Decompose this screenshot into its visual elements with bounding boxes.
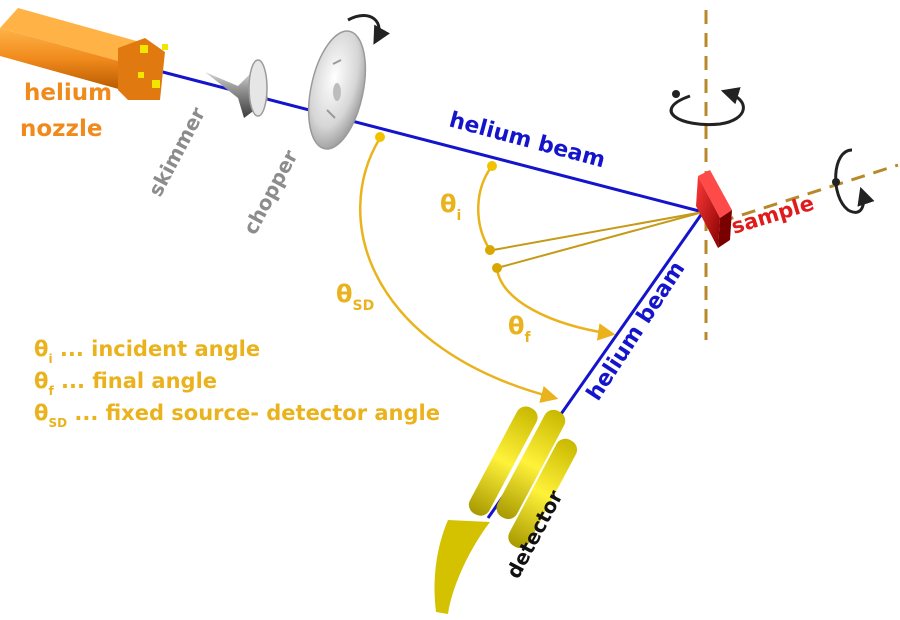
skimmer-label: skimmer <box>143 103 210 200</box>
theta-i-arc <box>477 165 494 251</box>
chopper-label: chopper <box>238 146 302 239</box>
incident-beam-label: helium beam <box>446 108 607 174</box>
chopper-disk-icon <box>307 30 367 150</box>
theta-sd-symbol: θSD <box>336 280 374 314</box>
angle-legend: θi ... incident angle θf ... final angle… <box>34 337 440 430</box>
theta-sd-arc <box>359 137 559 403</box>
skimmer-cone-icon <box>205 59 268 118</box>
horizontal-rotation-axis <box>719 163 899 224</box>
detector-icon <box>434 406 578 614</box>
helium-nozzle-icon <box>0 8 168 100</box>
vertical-rotation-arrow-icon <box>669 87 745 127</box>
horizontal-rotation-arrow-icon <box>832 148 875 214</box>
sample-label: sample <box>728 191 816 239</box>
sample-block-icon <box>696 170 732 248</box>
legend-item-source-detector: θSD ... fixed source- detector angle <box>34 401 440 430</box>
nozzle-label-line2: nozzle <box>20 116 102 142</box>
theta-i-symbol: θi <box>440 190 461 224</box>
legend-item-incident: θi ... incident angle <box>34 337 260 366</box>
legend-item-final: θf ... final angle <box>34 369 217 398</box>
theta-f-symbol: θf <box>508 312 532 346</box>
angle-reference-line <box>492 211 704 251</box>
nozzle-label-line1: helium <box>24 80 112 106</box>
angle-reference-line-2 <box>496 211 704 269</box>
theta-f-arc <box>495 267 616 341</box>
chopper-rotation-arrow-icon <box>347 14 390 45</box>
